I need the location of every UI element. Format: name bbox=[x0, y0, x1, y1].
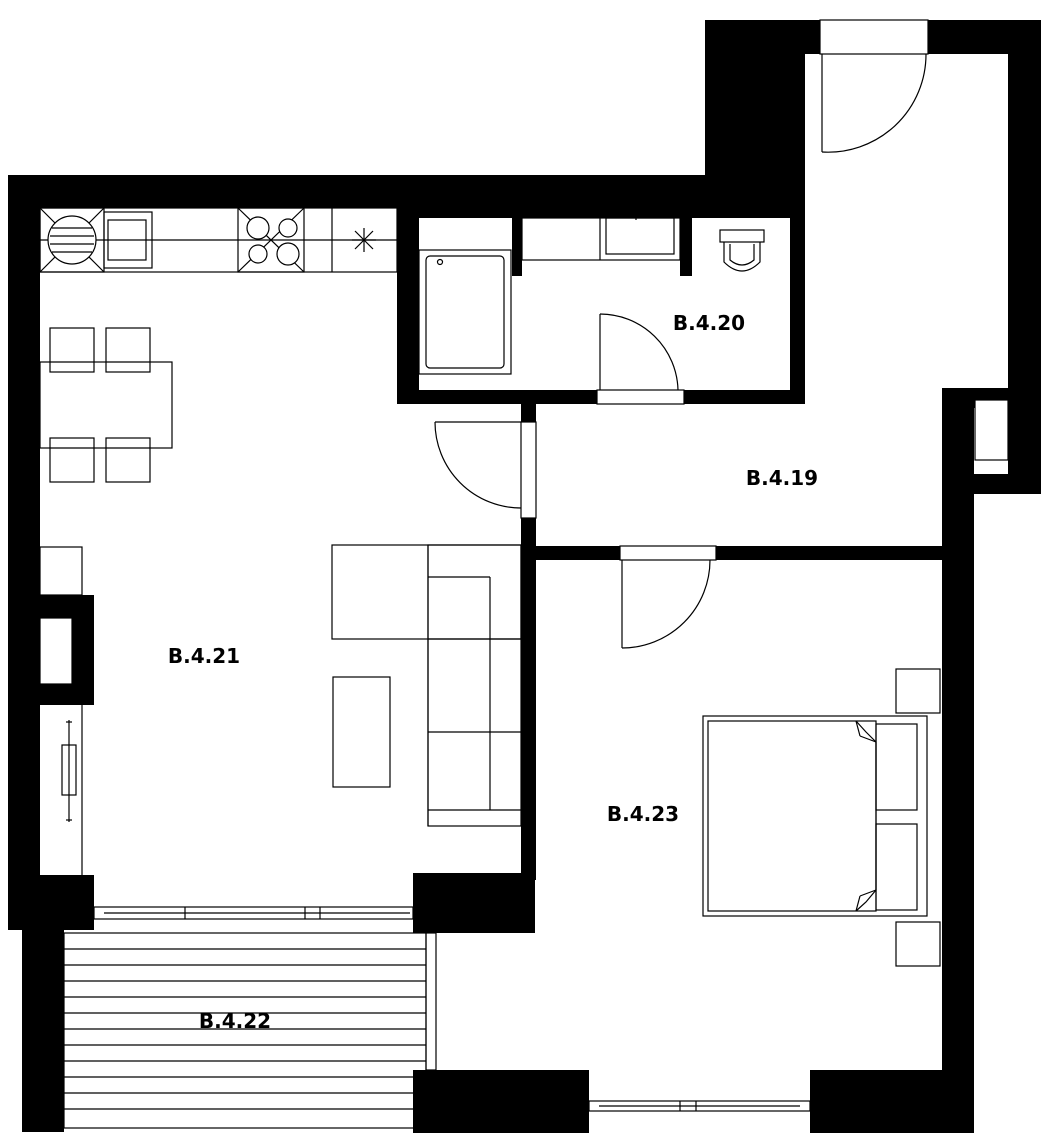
sink-icon bbox=[521, 212, 681, 261]
door-swing-icon bbox=[819, 19, 929, 153]
coffee-table bbox=[332, 676, 391, 788]
bathtub-icon bbox=[418, 249, 512, 375]
room-labels: B.4.20 B.4.19 B.4.21 B.4.23 B.4.22 bbox=[168, 311, 818, 1033]
room-label-b-4-19: B.4.19 bbox=[746, 466, 818, 490]
walls bbox=[8, 20, 1041, 1133]
window-icon bbox=[39, 617, 73, 685]
room-label-b-4-23: B.4.23 bbox=[607, 802, 679, 826]
chair-icon bbox=[105, 327, 151, 373]
balcony-decking-icon bbox=[63, 932, 437, 1129]
tv-icon bbox=[61, 720, 77, 822]
window-icon bbox=[93, 906, 414, 920]
door-swing-icon bbox=[619, 545, 717, 649]
bed-icon bbox=[702, 715, 928, 917]
linework bbox=[39, 19, 941, 1129]
door-swing-icon bbox=[596, 313, 685, 405]
window-openings bbox=[39, 399, 1009, 685]
sofa-icon bbox=[331, 544, 522, 827]
room-label-b-4-22: B.4.22 bbox=[199, 1009, 271, 1033]
chair-icon bbox=[49, 437, 95, 483]
chair-icon bbox=[49, 327, 95, 373]
washing-machine-icon bbox=[39, 207, 105, 273]
room-label-b-4-21: B.4.21 bbox=[168, 644, 240, 668]
extractor-icon bbox=[352, 228, 376, 252]
toilet-icon bbox=[719, 229, 765, 272]
nightstand bbox=[895, 921, 941, 967]
window-icon bbox=[588, 1100, 811, 1112]
cabinet bbox=[39, 546, 83, 596]
chair-icon bbox=[105, 437, 151, 483]
dining-table-icon bbox=[39, 361, 173, 449]
nightstand bbox=[895, 668, 941, 714]
sink-icon bbox=[103, 211, 153, 269]
stove-icon bbox=[237, 207, 305, 273]
room-label-b-4-20: B.4.20 bbox=[673, 311, 745, 335]
door-swing-icon bbox=[434, 421, 537, 519]
window-icon bbox=[974, 399, 1009, 461]
